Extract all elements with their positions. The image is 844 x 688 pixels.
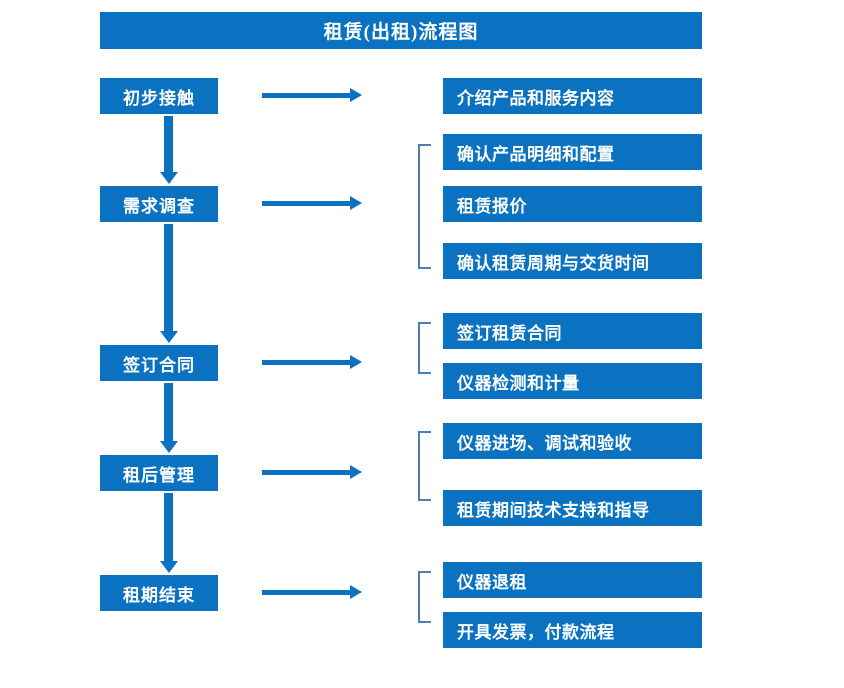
detail-node-instrument-inspection[interactable]: 仪器检测和计量 (443, 363, 702, 399)
flow-arrow-down-1 (155, 116, 183, 184)
arrow-right-requirement-survey (262, 196, 362, 210)
group-bracket-sign-contract (418, 322, 431, 374)
arrow-head-icon (160, 561, 178, 573)
arrow-shaft (262, 201, 350, 206)
stage-node-post-rental-management[interactable]: 租后管理 (100, 455, 218, 491)
detail-node-sign-rental-contract[interactable]: 签订租赁合同 (443, 313, 702, 349)
stage-node-requirement-survey[interactable]: 需求调查 (100, 186, 218, 222)
group-bracket-post-rental (418, 431, 431, 501)
arrow-head-icon (350, 88, 362, 102)
stage-node-sign-contract[interactable]: 签订合同 (100, 345, 218, 381)
arrow-head-icon (350, 355, 362, 369)
flow-arrow-down-3 (155, 383, 183, 453)
arrow-head-icon (350, 196, 362, 210)
page-title: 租赁(出租)流程图 (100, 12, 702, 49)
arrow-right-initial-contact (262, 88, 362, 102)
arrow-head-icon (350, 585, 362, 599)
arrow-right-rental-end (262, 585, 362, 599)
arrow-shaft (164, 383, 173, 441)
group-bracket-rental-end (418, 571, 431, 623)
arrow-head-icon (350, 465, 362, 479)
arrow-shaft (262, 590, 350, 595)
detail-node-instrument-arrival-commission[interactable]: 仪器进场、调试和验收 (443, 423, 702, 459)
arrow-shaft (164, 493, 173, 561)
arrow-shaft (262, 470, 350, 475)
arrow-shaft (164, 116, 173, 172)
arrow-right-sign-contract (262, 355, 362, 369)
flow-arrow-down-4 (155, 493, 183, 573)
detail-node-invoice-payment[interactable]: 开具发票，付款流程 (443, 612, 702, 648)
arrow-head-icon (160, 331, 178, 343)
arrow-head-icon (160, 172, 178, 184)
arrow-head-icon (160, 441, 178, 453)
arrow-shaft (164, 224, 173, 331)
arrow-right-post-rental (262, 465, 362, 479)
flow-arrow-down-2 (155, 224, 183, 343)
arrow-shaft (262, 360, 350, 365)
detail-node-confirm-product-spec[interactable]: 确认产品明细和配置 (443, 134, 702, 170)
stage-node-rental-end[interactable]: 租期结束 (100, 575, 218, 611)
stage-node-initial-contact[interactable]: 初步接触 (100, 78, 218, 114)
detail-node-introduce-products[interactable]: 介绍产品和服务内容 (443, 78, 702, 114)
group-bracket-requirement-survey (418, 144, 431, 269)
detail-node-instrument-return[interactable]: 仪器退租 (443, 562, 702, 598)
detail-node-technical-support[interactable]: 租赁期间技术支持和指导 (443, 490, 702, 526)
arrow-shaft (262, 93, 350, 98)
detail-node-confirm-period-delivery[interactable]: 确认租赁周期与交货时间 (443, 243, 702, 279)
detail-node-rental-quotation[interactable]: 租赁报价 (443, 186, 702, 222)
